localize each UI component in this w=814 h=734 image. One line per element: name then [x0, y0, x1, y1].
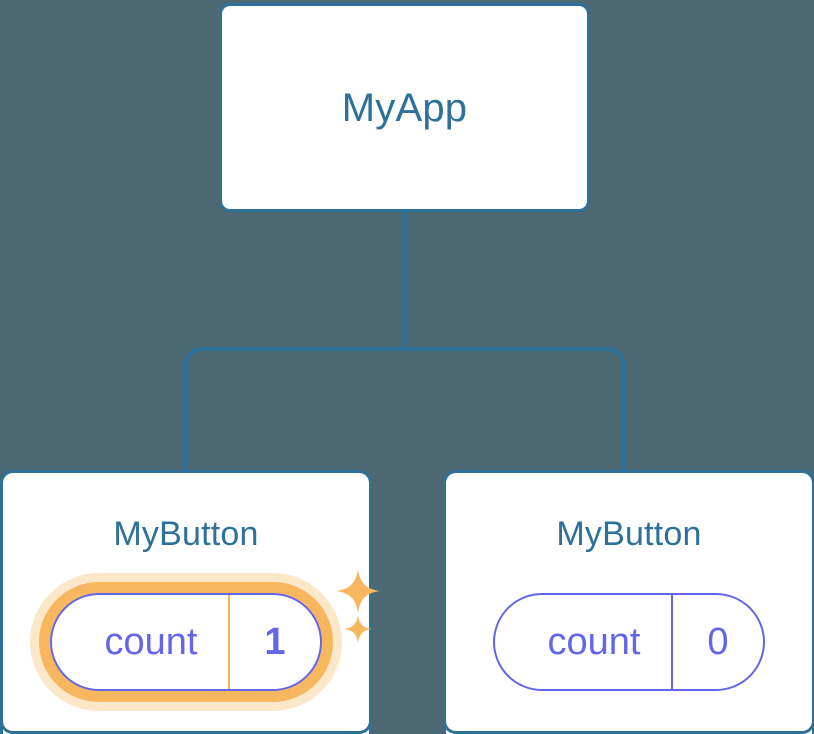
node-mybutton-right-title: MyButton	[556, 515, 702, 553]
connector-branch-left	[183, 347, 405, 472]
highlight-ring	[39, 582, 333, 702]
state-key-right: count	[495, 595, 671, 689]
state-key-left: count	[52, 595, 228, 689]
state-pill-body-right: count 0	[493, 593, 765, 691]
state-key-left-text: count	[104, 621, 198, 663]
sparkle-icon-small	[344, 615, 372, 643]
node-mybutton-left[interactable]: MyButton count 1	[0, 470, 380, 734]
state-pill-wrap-left: count 1	[3, 569, 380, 711]
state-pill-right[interactable]: count 0	[493, 593, 765, 691]
connector-branch-right	[404, 347, 626, 472]
state-pill-body-left: count 1	[50, 593, 322, 691]
state-key-right-text: count	[547, 621, 641, 663]
state-value-right-text: 0	[707, 621, 729, 663]
state-value-right: 0	[671, 595, 763, 689]
state-pill-left[interactable]: count 1	[30, 569, 380, 711]
state-value-left-text: 1	[264, 621, 286, 663]
state-value-left: 1	[228, 595, 320, 689]
node-myapp[interactable]: MyApp	[219, 3, 590, 212]
node-myapp-title: MyApp	[341, 85, 468, 130]
node-mybutton-left-title: MyButton	[113, 515, 259, 553]
state-pill-wrap-right: count 0	[446, 593, 812, 691]
node-mybutton-right[interactable]: MyButton count 0	[443, 470, 814, 734]
